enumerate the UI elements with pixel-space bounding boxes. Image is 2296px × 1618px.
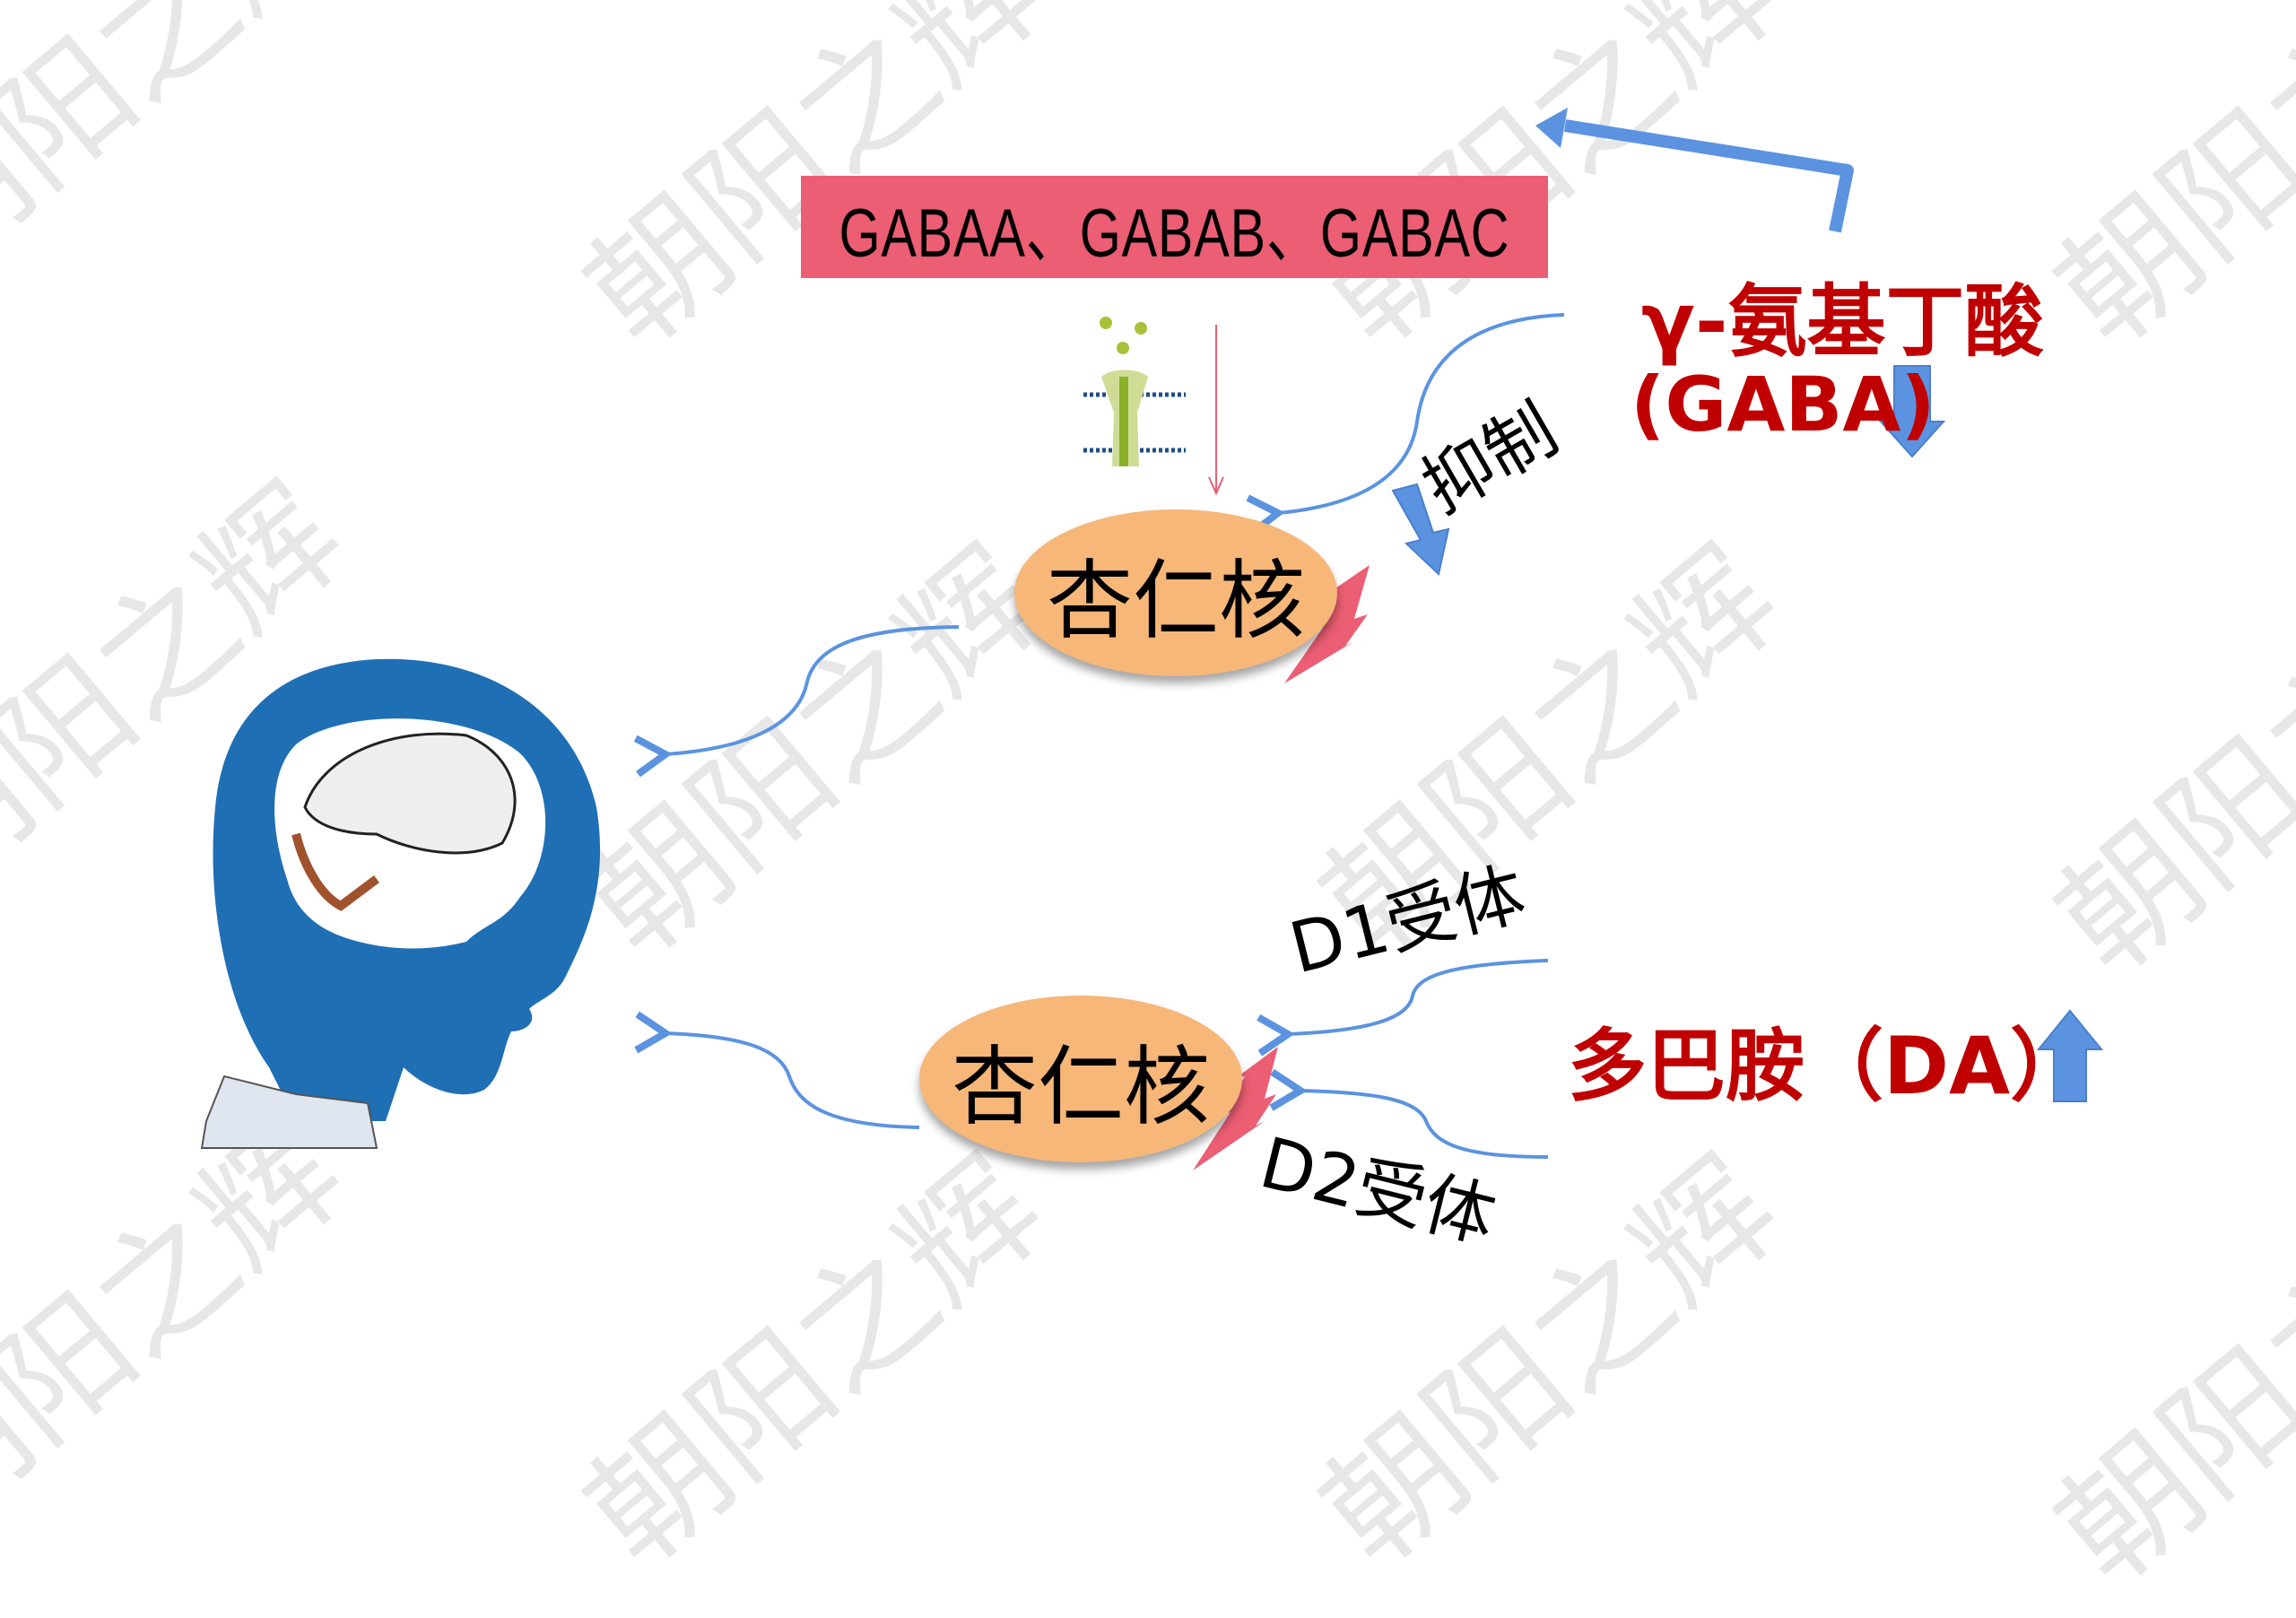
amygdala-to-head-curve-bottom [634,1011,920,1129]
gaba-down-arrow [1878,365,1946,458]
gaba-abbr: (GABA) [1631,361,1935,448]
lightning-icon [1284,565,1370,683]
gaba-receptors-box: GABAA、GABAB、GABAC [801,176,1548,278]
gaba-name: γ-氨基丁酸 [1641,275,2044,368]
head-illustration [200,658,601,1149]
lightning-icon [1193,1047,1278,1170]
dopamine-up-arrow [2036,1009,2104,1102]
inhibit-down-arrow [1391,483,1450,576]
amygdala-node-top: 杏仁核 [1014,509,1337,676]
d2-curve [1269,1068,1549,1159]
amygdala-label: 杏仁核 [952,1036,1210,1137]
diagram-connectors [200,108,2104,1170]
amygdala-to-head-curve-top [633,625,960,778]
amygdala-node-bottom: 杏仁核 [919,996,1242,1162]
receptor-channel-icon [1083,317,1186,466]
d1-curve [1257,959,1549,1057]
amygdala-label: 杏仁核 [1047,550,1305,651]
gaba-receptors-label: GABAA、GABAB、GABAC [839,196,1510,272]
gaba-to-amygdala-curve [1246,313,1565,537]
feedback-arrow [1563,119,1854,233]
dopamine-label: 多巴胺（DA） [1568,1020,2090,1112]
feedback-arrowhead [1535,108,1568,148]
